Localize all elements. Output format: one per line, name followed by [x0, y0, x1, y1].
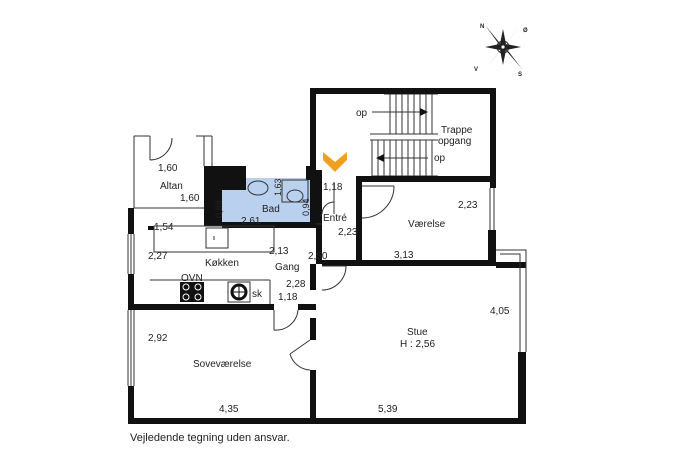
trappe-label-2: opgang	[438, 136, 471, 147]
altan-dim-top: 1,60	[158, 163, 178, 174]
sk-label: sk	[252, 289, 263, 300]
compass-rose-icon	[484, 25, 522, 70]
entre-dim-h: 2,23	[338, 227, 358, 238]
vaerelse-dim-w: 3,13	[394, 250, 414, 261]
gang-label: Gang	[275, 262, 299, 273]
thin-lines	[127, 135, 527, 386]
compass-n-label: N	[480, 24, 484, 30]
entre-dim-w: 1,18	[323, 182, 343, 193]
sove-dim-h: 2,92	[148, 333, 168, 344]
compass-o-label: Ø	[523, 28, 528, 34]
bad-dim-w: 2,61	[241, 216, 261, 227]
stair-up-label-2: op	[434, 153, 446, 164]
gang-dim-1: 2,50	[308, 251, 328, 262]
altan-label: Altan	[160, 181, 183, 192]
disclaimer-text: Vejledende tegning uden ansvar.	[130, 432, 290, 444]
fan-icon	[227, 281, 251, 303]
stue-dim-h: 4,05	[490, 306, 510, 317]
bad-dim-v1: 0,89	[214, 200, 224, 218]
entre-label: Entré	[323, 213, 347, 224]
gang-dim-2: 2,28	[286, 279, 306, 290]
altan-dim-side: 1,60	[180, 193, 200, 204]
koekken-label: Køkken	[205, 258, 239, 269]
stair-up-label-1: op	[356, 108, 368, 119]
walls	[128, 88, 526, 424]
bad-label: Bad	[262, 204, 280, 215]
entrance-arrow-icon	[323, 152, 347, 172]
gang-dim-3: 1,18	[278, 292, 298, 303]
vaerelse-dim-h: 2,23	[458, 200, 478, 211]
stue-label: Stue	[407, 327, 428, 338]
ovn-label: OVN	[181, 273, 203, 284]
stue-dim-w: 5,39	[378, 404, 398, 415]
sovevaerelse-label: Soveværelse	[193, 359, 252, 370]
compass-v-label: V	[474, 67, 478, 73]
stairs	[370, 93, 438, 177]
koekken-dim-2: 2,27	[148, 251, 168, 262]
stove-icon	[180, 282, 204, 302]
sove-dim-w: 4,35	[219, 404, 239, 415]
bad-dim-v2: 1,63	[273, 178, 283, 196]
compass-s-label: S	[518, 72, 522, 78]
vaerelse-label: Værelse	[408, 219, 446, 230]
bad-dim-v3: 0,94	[301, 198, 311, 216]
koekken-dim-3: 2,13	[269, 246, 289, 257]
trappe-label-1: Trappe	[441, 125, 473, 136]
stue-height-label: H : 2,56	[400, 339, 435, 350]
koekken-dim-1: 1,54	[154, 222, 174, 233]
